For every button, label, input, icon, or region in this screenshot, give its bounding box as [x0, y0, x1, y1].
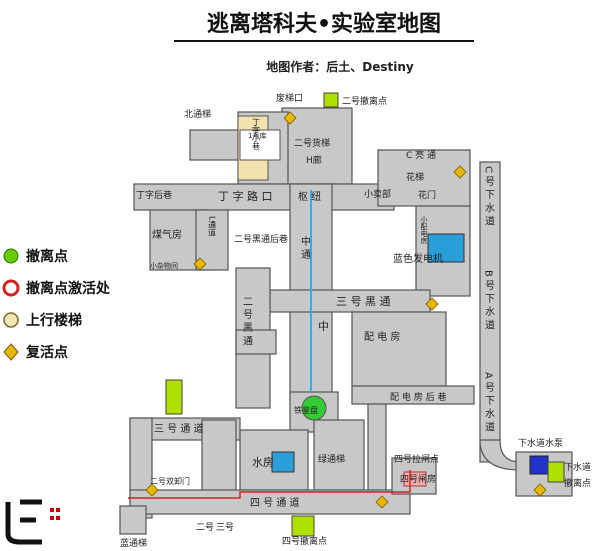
extract-point-icon [323, 92, 339, 108]
water-tank-icon [271, 451, 295, 473]
label-extract2: 二号撤离点 [342, 95, 387, 107]
label-hall4: 四 号 通 道 [250, 496, 300, 509]
label-hell2-back: 二号黑通后巷 [234, 234, 288, 245]
label-sewer-pump: 下水道水泵 [518, 437, 563, 449]
label-room1: 1号库 [248, 131, 266, 140]
author-logo [5, 499, 60, 545]
activation-route [128, 470, 411, 499]
label-mid-channel: 中 通 [299, 235, 311, 259]
label-b-lane: B 号 下 水 道 [483, 270, 495, 330]
label-l-pass: L通道 [208, 216, 217, 237]
label-power-back: 配 电 房 后 巷 [390, 391, 446, 403]
label-blue-stairs: 蓝通梯 [120, 537, 147, 549]
extract-point-icon [291, 515, 315, 537]
map-title: 逃离塔科夫•实验室地图 [174, 6, 474, 42]
legend-activation: 撤离点激活处 [2, 272, 132, 304]
respawn-points [145, 111, 547, 509]
label-water-room: 水房 [252, 456, 274, 469]
extract-point-icon [3, 248, 19, 264]
label-ding-lane: 丁字后巷 [136, 189, 172, 201]
label-hub: 枢 纽 [298, 190, 321, 203]
label-gate-cell: 小配电房 [420, 215, 428, 245]
legend-respawn: 复活点 [2, 336, 132, 368]
legend-label: 上行楼梯 [26, 313, 82, 329]
iron-plate-icon [301, 395, 327, 421]
extract-point-icon [547, 461, 565, 483]
label-hall3: 三 号 黑 通 [336, 295, 391, 308]
label-iron: 铁鉴盘 [294, 405, 318, 415]
generator-icon [427, 233, 465, 263]
label-c-lane: C 号 下 水 道 [483, 166, 495, 226]
legend-label: 撤离点激活处 [26, 281, 110, 297]
legend-label: 复活点 [26, 345, 68, 361]
label-ding-road: 丁 字 路 口 [218, 189, 273, 203]
room1 [239, 129, 281, 161]
pump-icon [529, 455, 549, 475]
label-gate2: 四号闸房 [400, 473, 436, 485]
legend-label: 撤离点 [26, 249, 68, 265]
label-mid: 中 [318, 320, 329, 333]
label-cargo-lift: 二号货梯 [294, 137, 330, 149]
label-shop: 小卖部 [364, 188, 391, 200]
label-storage: 小杂物间 [150, 261, 178, 270]
stairs-up-icon [3, 312, 19, 328]
label-flower-stairs: 花梯 [406, 171, 424, 183]
label-gas-room: 煤气房 [152, 228, 182, 241]
label-sewer-extract: 撤离点 [564, 477, 591, 489]
label-power-room: 配 电 房 [364, 330, 400, 343]
label-a-lane: A 号 下 水 道 [483, 372, 495, 432]
map-author: 地图作者：后土、Destiny [266, 60, 414, 74]
legend-extract: 撤离点 [2, 240, 132, 272]
extract-point-icon [165, 379, 183, 415]
label-generator: 蓝色发电机 [393, 252, 443, 265]
label-pull2: 四号拉闸点 [394, 453, 439, 465]
respawn-point-icon [3, 343, 19, 361]
label-extract4: 四号撤离点 [282, 535, 327, 547]
label-ding-stairs: 丁字小巷 [252, 118, 261, 150]
vertical-labels: 中 通 中 二 号 黑 通 B 号 下 水 道 A 号 下 水 道 C 号 下 … [208, 118, 495, 432]
label-abandoned-stairs: 废梯口 [276, 92, 303, 104]
label-sewer: 下水道 [564, 461, 591, 473]
legend: 撤离点 撤离点激活处 上行楼梯 复活点 [2, 240, 132, 368]
extract-activation-icon [2, 279, 20, 297]
map-corridors [119, 107, 573, 535]
label-two: 二号 [196, 522, 214, 533]
label-flower-gate: 花门 [418, 189, 436, 201]
label-north-stairs: 北通梯 [184, 108, 211, 120]
label-green-stairs: 绿通梯 [318, 453, 345, 465]
label-black2: 二 号 黑 通 [241, 296, 253, 346]
label-h-hall: H廊 [306, 154, 322, 166]
label-double-door2: 二号双卸门 [150, 476, 190, 486]
label-c-corridor: C 亮 通 [406, 149, 436, 161]
legend-stairs: 上行楼梯 [2, 304, 132, 336]
label-three: 三号 [216, 522, 234, 533]
label-hall3b: 三 号 通 道 [154, 422, 204, 435]
